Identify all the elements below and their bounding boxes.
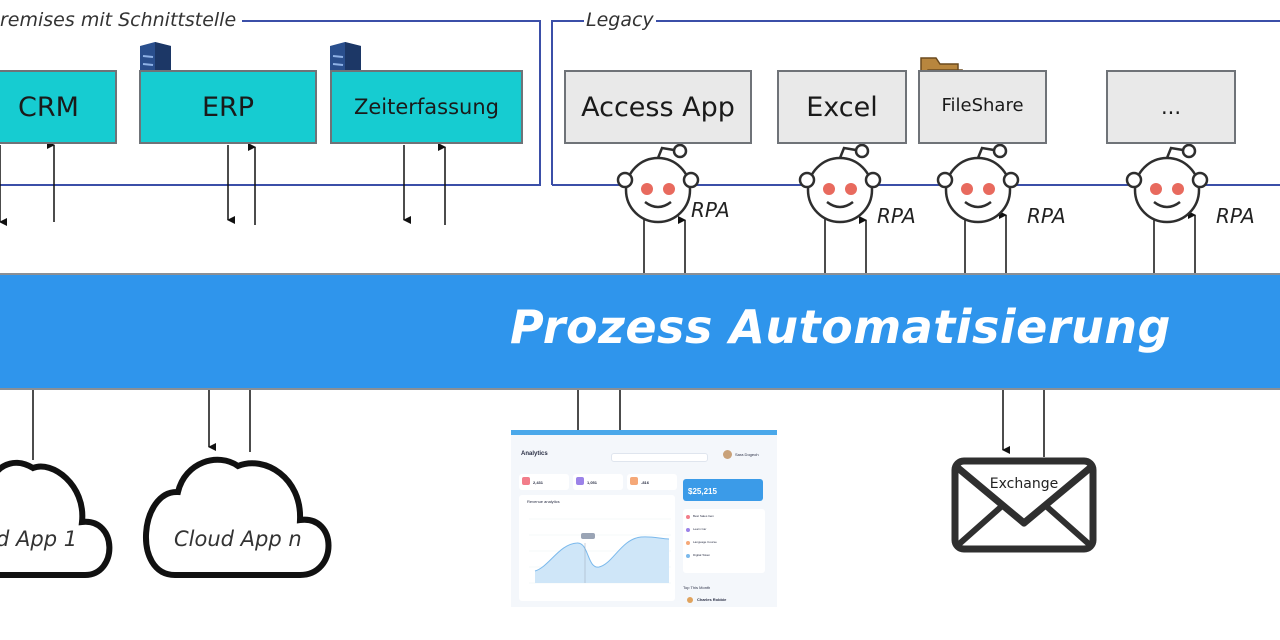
dashboard-search-input[interactable] [611, 453, 708, 462]
cloud-shape [0, 459, 113, 578]
list-item: Digital Token [693, 553, 711, 557]
legacy-group-label: Legacy [584, 9, 656, 31]
system-box-zeiterfassung[interactable]: Zeiterfassung [330, 70, 523, 144]
robot-icon [616, 143, 700, 224]
on-premises-group-label: remises mit Schnittstelle [0, 9, 239, 31]
balance-value: $25,215 [688, 487, 717, 496]
revenue-area-chart [529, 518, 671, 584]
list-item: Learn Car [693, 527, 707, 531]
rpa-label: RPA [877, 204, 916, 228]
cloud-app-label: Cloud App n [174, 527, 302, 551]
system-box-excel[interactable]: Excel [777, 70, 907, 144]
avatar [687, 597, 693, 603]
on-premises-arrows [0, 141, 446, 226]
robot-icon [1125, 143, 1209, 224]
system-box-more[interactable]: ... [1106, 70, 1236, 144]
rpa-label: RPA [1027, 204, 1066, 228]
items-list: Best Sales Item Learn Car Language Cours… [683, 509, 765, 573]
chart-label: Revenue analytics [527, 499, 560, 504]
system-label: FileShare [941, 94, 1024, 116]
process-automation-band [0, 273, 1280, 390]
balance-card: $25,215 [683, 479, 763, 501]
rpa-label: RPA [1216, 204, 1255, 228]
top-person-name: Charles Robbie [697, 597, 727, 602]
avatar [723, 450, 732, 459]
cloud-shape [142, 456, 332, 578]
on-premises-frame [0, 20, 541, 186]
top-month-title: Top This Month [683, 585, 711, 590]
analytics-dashboard-thumbnail[interactable]: Analytics Sara Dogeoh 2,431 1,051 -816 R… [511, 430, 777, 607]
system-box-erp[interactable]: ERP [139, 70, 317, 144]
robot-icon [936, 143, 1020, 224]
robot-icon [798, 143, 882, 224]
rpa-label: RPA [691, 198, 730, 222]
system-label: ... [1160, 95, 1182, 119]
list-item: Language Course [693, 540, 717, 544]
envelope-icon [951, 457, 1097, 553]
system-label: Zeiterfassung [353, 95, 500, 119]
system-box-access-app[interactable]: Access App [564, 70, 752, 144]
cloud-app-label: d App 1 [0, 527, 78, 551]
dashboard-user-name: Sara Dogeoh [735, 452, 759, 457]
dashboard-title: Analytics [521, 451, 548, 457]
revenue-chart-card: Revenue analytics [519, 495, 675, 601]
stat-card: 2,431 [519, 474, 569, 490]
system-box-crm[interactable]: CRM [0, 70, 117, 144]
band-title: Prozess Automatisierung [510, 300, 1171, 354]
system-box-fileshare[interactable]: FileShare [918, 70, 1047, 144]
exchange-label: Exchange [989, 476, 1059, 492]
stat-card: -816 [627, 474, 677, 490]
system-label: CRM [18, 91, 79, 123]
list-item: Best Sales Item [693, 514, 715, 518]
system-label: ERP [201, 91, 255, 123]
system-label: Excel [806, 91, 878, 123]
system-label: Access App [581, 91, 735, 123]
stat-card: 1,051 [573, 474, 623, 490]
